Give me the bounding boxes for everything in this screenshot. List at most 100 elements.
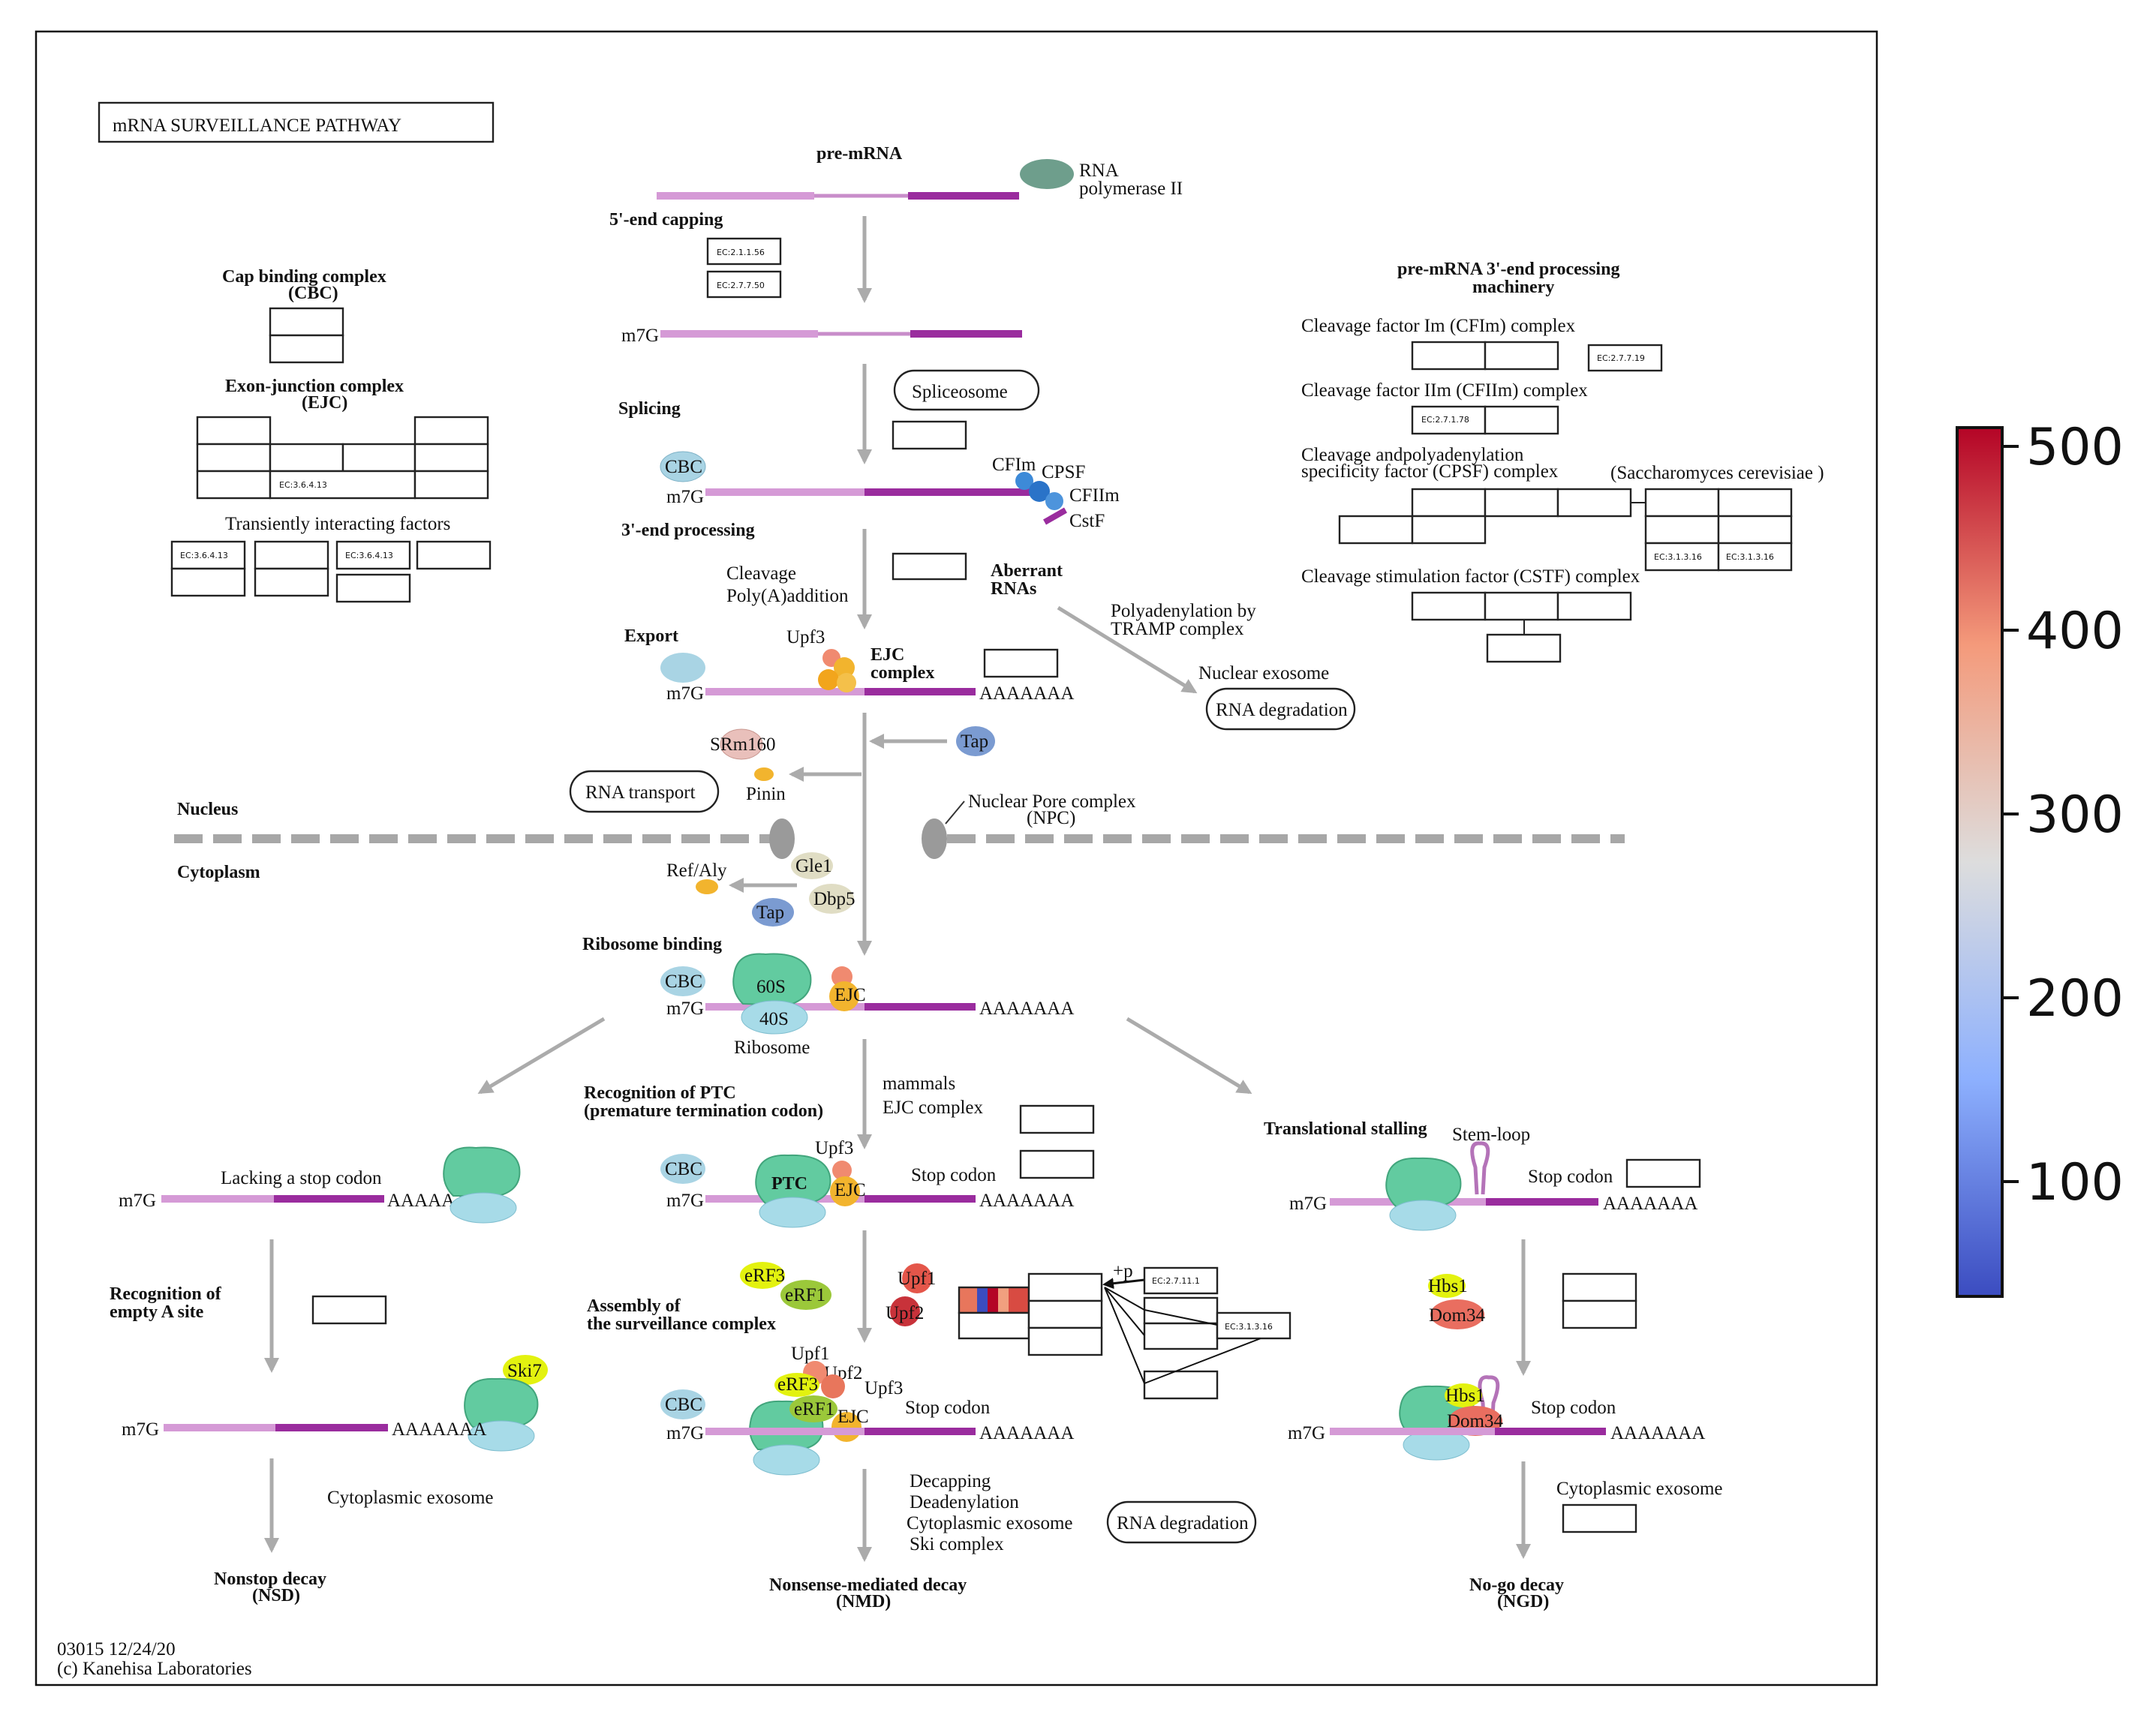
label-erf3: eRF3	[744, 1266, 785, 1286]
transient-gene-box-5[interactable]	[416, 540, 492, 570]
label-cpsf-2: specificity factor (CPSF) complex	[1301, 461, 1559, 482]
rna-transport-button[interactable]	[569, 770, 720, 813]
npc-shape-left	[769, 818, 795, 859]
ejc-gene-box-7[interactable]	[196, 470, 272, 500]
arrow-aberrant	[1057, 605, 1198, 694]
label-assembly-2: the surveillance complex	[587, 1314, 776, 1334]
upf2-shape-2	[821, 1374, 845, 1398]
label-erf1: eRF1	[785, 1285, 825, 1305]
cbc-gene-box-2[interactable]	[269, 334, 344, 364]
nmd-gene-box-4[interactable]	[1143, 1296, 1219, 1325]
label-aberrant: Aberrant	[991, 561, 1063, 581]
recog-gene-box-2[interactable]	[1019, 1149, 1095, 1179]
yeast-gene-box-1[interactable]	[1644, 488, 1720, 518]
cstf-gene-box-1[interactable]	[1411, 591, 1487, 621]
upf3-shape-2	[832, 1161, 852, 1180]
dbp5-shape	[809, 884, 854, 914]
processing-gene-box[interactable]	[892, 552, 967, 581]
label-ejc-3: EJC	[837, 1407, 869, 1427]
ejc-gene-box-5[interactable]	[341, 443, 416, 473]
transient-gene-box-4[interactable]	[335, 573, 411, 603]
label-hbs1-2: Hbs1	[1445, 1386, 1485, 1406]
nmd-gene-box-1[interactable]	[1027, 1272, 1103, 1302]
nmd-gene-box-3[interactable]	[1027, 1326, 1103, 1356]
yeast-gene-box-2[interactable]	[1717, 488, 1793, 518]
cstf-gene-box-4[interactable]	[1486, 633, 1562, 663]
label-pre-mrna: pre-mRNA	[816, 144, 903, 164]
label-40s: 40S	[759, 1009, 789, 1029]
cpsf-gene-box-4[interactable]	[1338, 515, 1414, 545]
ngd-gene-box-1[interactable]	[1625, 1158, 1701, 1188]
ejc-gene-box-3[interactable]	[196, 443, 272, 473]
nsd-ribosome-60s	[443, 1146, 521, 1197]
cfim-gene-box-2[interactable]	[1484, 341, 1559, 371]
recog-empty-gene-box[interactable]	[311, 1295, 387, 1325]
ejc-gene-box[interactable]	[983, 648, 1059, 678]
tap-label-2: Tap	[756, 903, 784, 923]
footer-id-date: 03015 12/24/20	[57, 1639, 176, 1659]
label-nucleus: Nucleus	[177, 800, 238, 819]
ejc-gene-box-8[interactable]	[413, 470, 489, 500]
ejc-shape-2	[829, 981, 859, 1011]
ngd-gene-box-3[interactable]	[1562, 1299, 1637, 1329]
cfim-gene-box-1[interactable]	[1411, 341, 1487, 371]
ribosome-40s-shape	[741, 1000, 808, 1035]
splicing-gene-box[interactable]	[892, 420, 967, 450]
cbc-label-3: CBC	[665, 972, 702, 992]
cfiim-gene-box[interactable]	[1484, 405, 1559, 435]
label-decapping: Decapping	[910, 1471, 991, 1491]
cpsf-gene-box-2[interactable]	[1484, 488, 1559, 518]
transient-gene-box-1[interactable]	[170, 567, 246, 597]
cpsf-gene-box-1[interactable]	[1411, 488, 1487, 518]
ec-e5: EC:3.6.4.13	[345, 551, 393, 560]
upf1-shape	[902, 1263, 932, 1293]
colorbar-gradient	[1956, 426, 2004, 1298]
page-title: mRNA SURVEILLANCE PATHWAY	[113, 116, 401, 136]
label-upf1: Upf1	[898, 1269, 936, 1289]
ejc-gene-box-1[interactable]	[196, 416, 272, 446]
ec-box-e1	[706, 237, 782, 266]
transient-gene-box-3[interactable]	[254, 567, 329, 597]
label-ejc-2: EJC	[834, 1180, 866, 1200]
ngd-gene-box-4[interactable]	[1562, 1503, 1637, 1533]
label-dbp5: Dbp5	[813, 889, 855, 909]
refaly-shape	[696, 879, 718, 894]
transient-gene-box-2[interactable]	[254, 540, 329, 570]
yeast-gene-box-4[interactable]	[1717, 515, 1793, 545]
expression-heatmap[interactable]	[958, 1286, 1030, 1340]
ec-e7: EC:2.7.1.78	[1421, 415, 1469, 425]
label-ejc-title: Exon-junction complex	[225, 377, 404, 396]
label-m7g-4: m7G	[666, 999, 704, 1019]
ngd-gene-box-2[interactable]	[1562, 1272, 1637, 1302]
label-tramp: TRAMP complex	[1111, 619, 1244, 639]
yeast-gene-box-3[interactable]	[1644, 515, 1720, 545]
label-npc: Nuclear Pore complex	[968, 791, 1136, 812]
ejc-gene-box-2[interactable]	[413, 416, 489, 446]
spliceosome-label: Spliceosome	[912, 382, 1008, 402]
rna-degradation-button-1[interactable]	[1205, 687, 1356, 731]
cbc-gene-box-1[interactable]	[269, 307, 344, 337]
rna-degradation-button-2[interactable]	[1106, 1500, 1257, 1544]
nmd-ribosome-60s-1	[755, 1154, 831, 1204]
ec-e3: EC:3.6.4.13	[279, 480, 327, 490]
ejc-gene-box-4[interactable]	[269, 443, 344, 473]
colorbar-label-400: 400	[2026, 602, 2124, 661]
label-dom34-1: Dom34	[1429, 1305, 1486, 1326]
label-ski-complex: Ski complex	[910, 1534, 1004, 1554]
ec-box-e7	[1411, 405, 1487, 435]
label-m7g-6: m7G	[122, 1419, 159, 1440]
upf2-shape	[890, 1296, 920, 1326]
label-m7g-8: m7G	[666, 1423, 704, 1443]
nmd-gene-box-6[interactable]	[1143, 1370, 1219, 1400]
nmd-gene-box-5[interactable]	[1143, 1322, 1219, 1350]
nmd-gene-box-2[interactable]	[1027, 1299, 1103, 1329]
spliceosome-button[interactable]	[893, 369, 1040, 411]
label-polya-4: AAAAAAA	[392, 1419, 486, 1440]
cpsf-gene-box-5[interactable]	[1411, 515, 1487, 545]
cstf-gene-box-2[interactable]	[1484, 591, 1559, 621]
ejc-gene-box-6[interactable]	[413, 443, 489, 473]
cpsf-gene-box-3[interactable]	[1556, 488, 1632, 518]
cstf-gene-box-3[interactable]	[1556, 591, 1632, 621]
recog-gene-box-1[interactable]	[1019, 1104, 1095, 1134]
ec-e10: EC:2.7.11.1	[1152, 1276, 1200, 1286]
